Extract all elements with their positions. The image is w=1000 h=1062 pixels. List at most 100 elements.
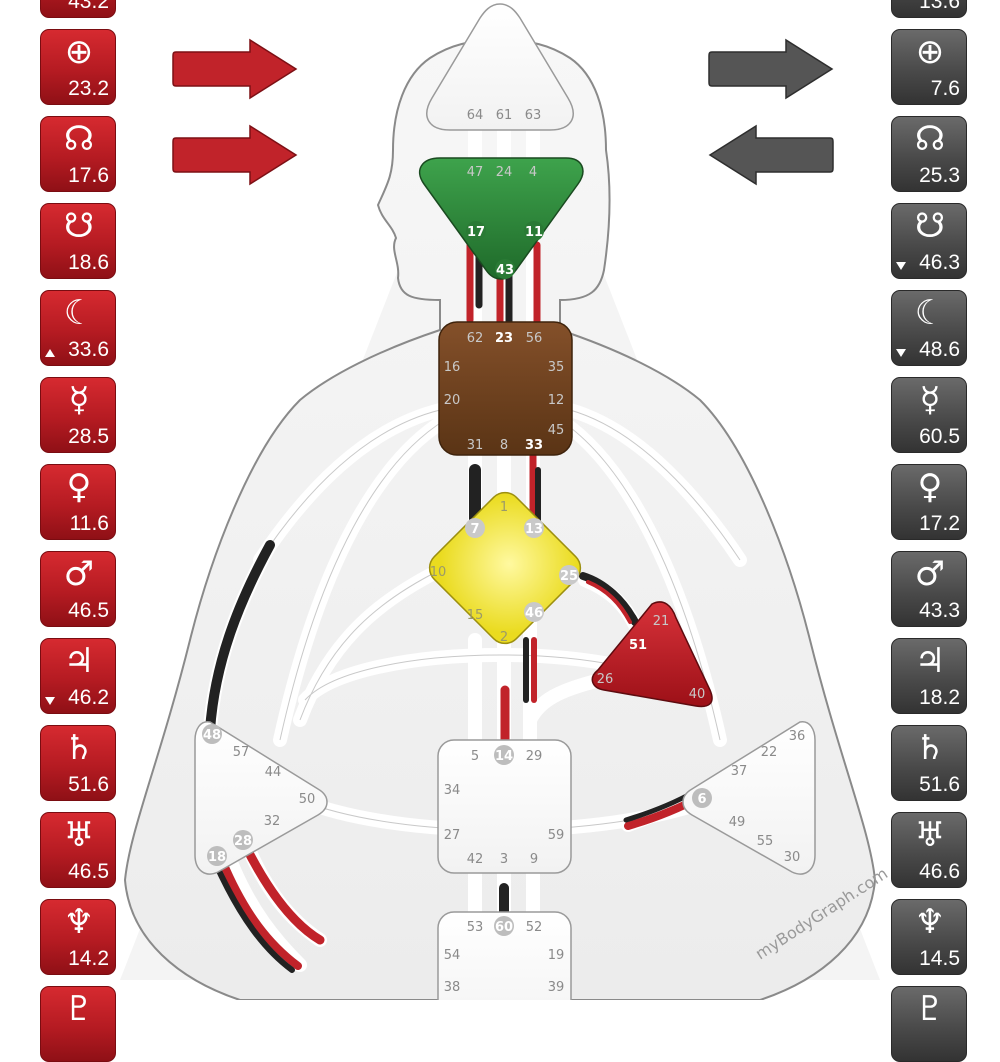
planet-tile-moon[interactable]: ☾33.6 xyxy=(40,290,116,366)
planet-tile-moon[interactable]: ☾48.6 xyxy=(891,290,967,366)
gate-46[interactable]: 46 xyxy=(524,602,544,622)
gate-52[interactable]: 52 xyxy=(526,920,543,935)
gate-54[interactable]: 54 xyxy=(444,948,461,963)
gate-47[interactable]: 47 xyxy=(467,165,484,180)
gate-2[interactable]: 2 xyxy=(500,630,508,645)
gate-20[interactable]: 20 xyxy=(444,393,461,408)
planet-tile-venus[interactable]: ♀11.6 xyxy=(40,464,116,540)
gate-2-label: 2 xyxy=(500,630,508,645)
gate-8[interactable]: 8 xyxy=(500,438,508,453)
planet-tile-saturn[interactable]: ♄51.6 xyxy=(891,725,967,801)
gate-40[interactable]: 40 xyxy=(689,687,706,702)
gate-60-marker xyxy=(494,916,514,936)
gate-39[interactable]: 39 xyxy=(548,980,565,995)
planet-tile-north-node[interactable]: ☊25.3 xyxy=(891,116,967,192)
planet-tile-jupiter[interactable]: ♃18.2 xyxy=(891,638,967,714)
gate-18[interactable]: 18 xyxy=(207,846,227,866)
gate-37[interactable]: 37 xyxy=(731,764,748,779)
gate-26[interactable]: 26 xyxy=(597,672,614,687)
planet-tile-pluto[interactable]: ♇ xyxy=(40,986,116,1062)
planet-tile-neptune[interactable]: ♆14.2 xyxy=(40,899,116,975)
planet-tile-mars[interactable]: ♂46.5 xyxy=(40,551,116,627)
planet-tile-pluto[interactable]: ♇ xyxy=(891,986,967,1062)
ego-center[interactable] xyxy=(591,601,713,708)
gate-48[interactable]: 48 xyxy=(202,724,222,744)
gate-3[interactable]: 3 xyxy=(500,852,508,867)
gate-61[interactable]: 61 xyxy=(496,108,513,123)
planet-tile-saturn[interactable]: ♄51.6 xyxy=(40,725,116,801)
gate-24[interactable]: 24 xyxy=(496,165,513,180)
gate-44[interactable]: 44 xyxy=(265,765,282,780)
gate-23[interactable]: 23 xyxy=(494,327,514,347)
gate-56[interactable]: 56 xyxy=(526,331,543,346)
gate-53[interactable]: 53 xyxy=(467,920,484,935)
gate-60[interactable]: 60 xyxy=(494,916,514,936)
gate-63[interactable]: 63 xyxy=(525,108,542,123)
planet-tile-prev[interactable]: 43.2 xyxy=(40,0,116,18)
planet-tile-north-node[interactable]: ☊17.6 xyxy=(40,116,116,192)
gate-9[interactable]: 9 xyxy=(530,852,538,867)
gate-35[interactable]: 35 xyxy=(548,360,565,375)
gate-22[interactable]: 22 xyxy=(761,745,778,760)
gate-43[interactable]: 43 xyxy=(495,259,515,279)
gate-13[interactable]: 13 xyxy=(524,518,544,538)
gate-33[interactable]: 33 xyxy=(524,434,544,454)
gate-25[interactable]: 25 xyxy=(559,565,579,585)
gate-10[interactable]: 10 xyxy=(430,565,447,580)
gate-12[interactable]: 12 xyxy=(548,393,565,408)
gate-34[interactable]: 34 xyxy=(444,783,461,798)
gate-38[interactable]: 38 xyxy=(444,980,461,995)
planet-value: 7.6 xyxy=(930,77,960,100)
gate-6[interactable]: 6 xyxy=(692,788,712,808)
gate-15[interactable]: 15 xyxy=(467,608,484,623)
planet-tile-mercury[interactable]: ☿60.5 xyxy=(891,377,967,453)
gate-28[interactable]: 28 xyxy=(233,830,253,850)
gate-16[interactable]: 16 xyxy=(444,360,461,375)
gate-31[interactable]: 31 xyxy=(467,438,484,453)
gate-57[interactable]: 57 xyxy=(233,745,250,760)
planet-tile-uranus[interactable]: ♅46.6 xyxy=(891,812,967,888)
gate-55[interactable]: 55 xyxy=(757,834,774,849)
gate-5[interactable]: 5 xyxy=(471,749,479,764)
gate-35-label: 35 xyxy=(548,360,565,375)
gate-50[interactable]: 50 xyxy=(299,792,316,807)
gate-64[interactable]: 64 xyxy=(467,108,484,123)
gate-14[interactable]: 14 xyxy=(494,745,514,765)
gate-13-label: 13 xyxy=(525,522,543,537)
gate-51[interactable]: 51 xyxy=(628,634,648,654)
gate-45[interactable]: 45 xyxy=(548,423,565,438)
gate-29[interactable]: 29 xyxy=(526,749,543,764)
gate-11-label: 11 xyxy=(525,225,543,240)
gate-49[interactable]: 49 xyxy=(729,815,746,830)
planet-tile-mars[interactable]: ♂43.3 xyxy=(891,551,967,627)
planet-tile-prev[interactable]: 13.6 xyxy=(891,0,967,18)
gate-37-label: 37 xyxy=(731,764,748,779)
gate-59[interactable]: 59 xyxy=(548,828,565,843)
throat-center[interactable] xyxy=(438,321,573,456)
planet-tile-south-node[interactable]: ☋18.6 xyxy=(40,203,116,279)
gate-19[interactable]: 19 xyxy=(548,948,565,963)
planet-tile-jupiter[interactable]: ♃46.2 xyxy=(40,638,116,714)
gate-42[interactable]: 42 xyxy=(467,852,484,867)
gate-21[interactable]: 21 xyxy=(653,614,670,629)
gate-36[interactable]: 36 xyxy=(789,729,806,744)
gate-7[interactable]: 7 xyxy=(465,518,485,538)
saturn-symbol-icon: ♄ xyxy=(63,728,95,768)
planet-tile-neptune[interactable]: ♆14.5 xyxy=(891,899,967,975)
jupiter-symbol-icon: ♃ xyxy=(63,641,95,681)
planet-tile-earth[interactable]: ⊕23.2 xyxy=(40,29,116,105)
planet-tile-uranus[interactable]: ♅46.5 xyxy=(40,812,116,888)
planet-tile-south-node[interactable]: ☋46.3 xyxy=(891,203,967,279)
planet-tile-mercury[interactable]: ☿28.5 xyxy=(40,377,116,453)
gate-1[interactable]: 1 xyxy=(500,500,508,515)
earth-symbol-icon: ⊕ xyxy=(64,32,94,72)
gate-62[interactable]: 62 xyxy=(467,331,484,346)
planet-tile-venus[interactable]: ♀17.2 xyxy=(891,464,967,540)
planet-tile-earth[interactable]: ⊕7.6 xyxy=(891,29,967,105)
gate-30[interactable]: 30 xyxy=(784,850,801,865)
gate-4[interactable]: 4 xyxy=(529,165,537,180)
gate-27[interactable]: 27 xyxy=(444,828,461,843)
gate-32[interactable]: 32 xyxy=(264,814,281,829)
gate-11[interactable]: 11 xyxy=(524,221,544,241)
gate-17[interactable]: 17 xyxy=(466,221,486,241)
